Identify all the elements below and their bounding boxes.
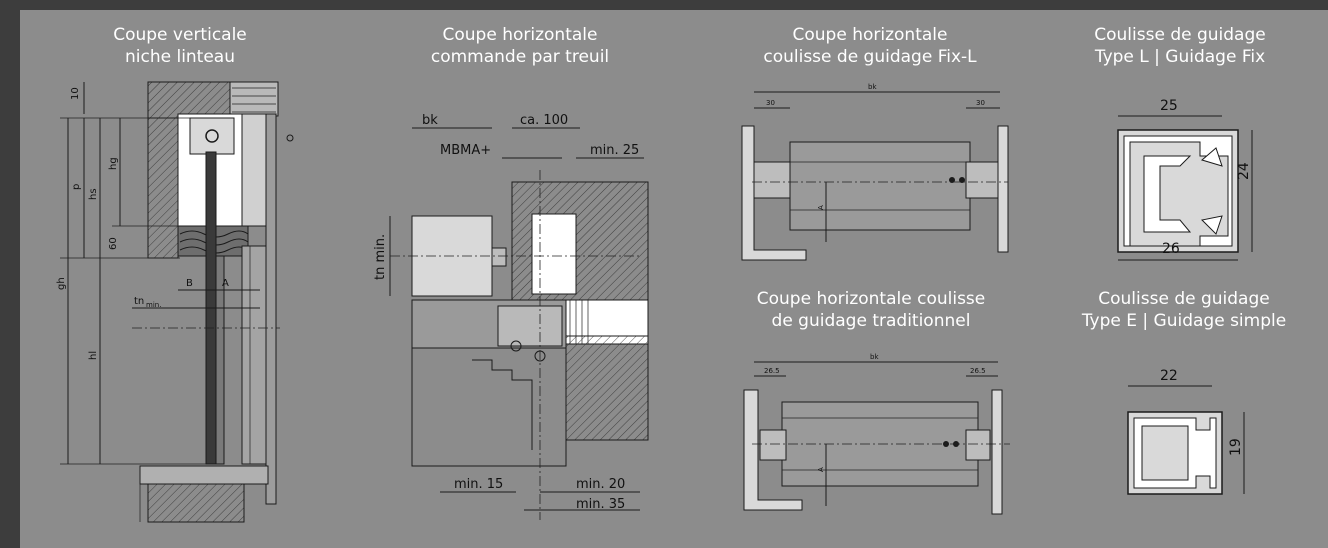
label-min35: min. 35 xyxy=(576,497,625,512)
drawing-panel: Coupe verticale niche linteau Coupe hori… xyxy=(20,10,1328,548)
label-30-right: 30 xyxy=(976,99,985,107)
window-frame xyxy=(241,245,267,465)
sill-wall xyxy=(147,483,245,523)
label-hg: hg xyxy=(108,157,119,170)
label-10: 10 xyxy=(70,87,81,100)
title-line: coulisse de guidage Fix-L xyxy=(763,47,977,67)
label-24: 24 xyxy=(1236,162,1252,180)
window-sill xyxy=(139,465,269,485)
label-min25: min. 25 xyxy=(590,143,639,158)
title-line: Coupe horizontale xyxy=(442,25,598,45)
label-26: 26 xyxy=(1162,241,1180,257)
axle-icon xyxy=(510,340,522,352)
label-tn-min: min. xyxy=(146,301,161,309)
label-hl: hl xyxy=(88,351,99,360)
title-type-l: Coulisse de guidage Type L | Guidage Fix xyxy=(1060,24,1300,68)
label-a: A xyxy=(817,467,825,472)
title-line: commande par treuil xyxy=(430,47,610,67)
type-e-profile: 22 19 xyxy=(1127,368,1245,495)
title-fixl-section: Coupe horizontale coulisse de guidage Fi… xyxy=(740,24,1000,68)
label-bk: bk xyxy=(870,353,879,361)
lintel-brick xyxy=(229,81,279,117)
label-tn: tn xyxy=(134,296,144,307)
label-19: 19 xyxy=(1228,438,1244,456)
title-line: de guidage traditionnel xyxy=(771,311,971,331)
title-line: Type L | Guidage Fix xyxy=(1094,47,1266,67)
label-b: B xyxy=(186,278,193,289)
label-a: A xyxy=(817,205,825,210)
lintel-block xyxy=(147,81,231,119)
roller-drum xyxy=(189,117,235,155)
label-a: A xyxy=(222,278,229,289)
title-vertical-section: Coupe verticale niche linteau xyxy=(80,24,280,68)
type-l-profile: 25 24 26 xyxy=(1117,98,1253,261)
label-bk: bk xyxy=(868,83,877,91)
label-26-5-left: 26.5 xyxy=(764,367,780,375)
trad-section-drawing: bk 26.5 26.5 A xyxy=(743,353,1010,515)
title-line: Coupe verticale xyxy=(113,25,247,45)
label-hs: hs xyxy=(88,188,99,200)
label-mbma: MBMA+ xyxy=(440,143,491,158)
title-type-e: Coulisse de guidage Type E | Guidage sim… xyxy=(1054,288,1314,332)
title-line: Coupe horizontale xyxy=(792,25,948,45)
title-winch-section: Coupe horizontale commande par treuil xyxy=(400,24,640,68)
label-30-left: 30 xyxy=(766,99,775,107)
guide-rail xyxy=(215,255,225,465)
lintel-wall xyxy=(147,117,179,259)
winch-section-drawing: bk ca. 100 MBMA+ min. 25 tn min. min. 15… xyxy=(373,113,649,520)
title-line: Coupe horizontale coulisse xyxy=(756,289,986,309)
drum-axle-icon xyxy=(205,129,219,143)
vertical-section-drawing: 10 p hs hg 60 gh hl B A tn min. xyxy=(56,81,1253,523)
label-60: 60 xyxy=(108,237,119,250)
label-bk: bk xyxy=(422,113,438,128)
label-22: 22 xyxy=(1160,368,1178,384)
label-ca100: ca. 100 xyxy=(520,113,568,128)
label-min20: min. 20 xyxy=(576,477,625,492)
label-gh: gh xyxy=(56,277,67,290)
title-trad-section: Coupe horizontale coulisse de guidage tr… xyxy=(736,288,1006,332)
label-min15: min. 15 xyxy=(454,477,503,492)
label-25: 25 xyxy=(1160,98,1178,114)
title-line: Coulisse de guidage xyxy=(1094,25,1266,45)
title-line: Type E | Guidage simple xyxy=(1081,311,1287,331)
label-26-5-right: 26.5 xyxy=(970,367,986,375)
screw-icon xyxy=(286,134,294,142)
label-p: p xyxy=(71,184,82,190)
title-line: niche linteau xyxy=(124,47,236,67)
fixl-section-drawing: bk 30 30 A xyxy=(741,83,1009,261)
label-tn-min: tn min. xyxy=(373,234,388,280)
title-line: Coulisse de guidage xyxy=(1098,289,1270,309)
